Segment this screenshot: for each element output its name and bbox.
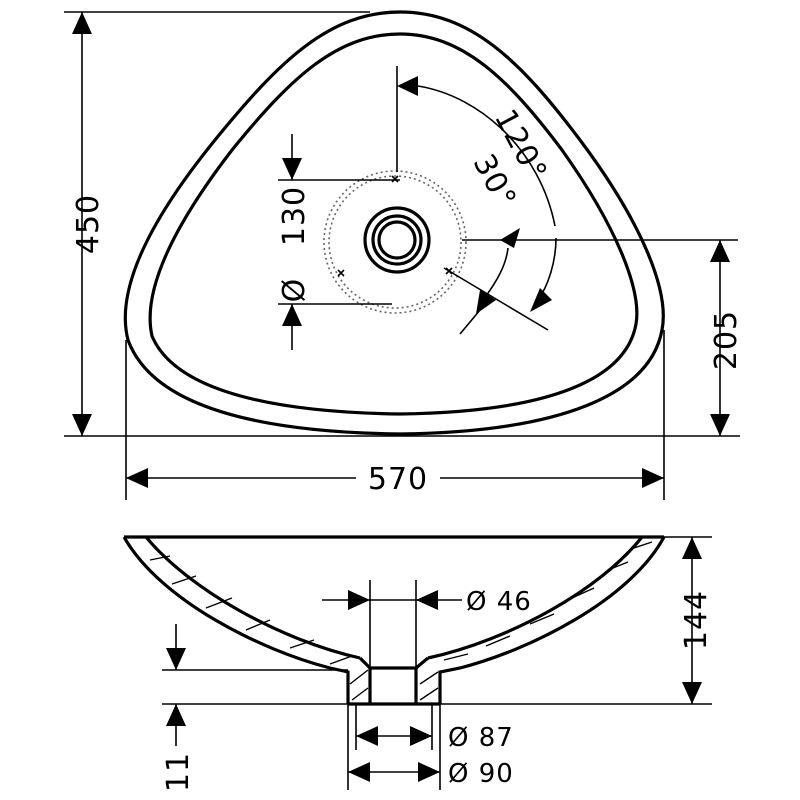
dim-570-arrow-right: [642, 468, 664, 488]
dim-144-arrow-top: [682, 537, 702, 559]
section-shell-inner-right: [427, 536, 644, 660]
dim-46-arrow-left: [348, 590, 370, 610]
dim-11-arrow-top: [166, 648, 186, 670]
dim-450-arrow-bottom: [72, 414, 92, 436]
dim-46-label: Ø 46: [466, 587, 532, 617]
angle-30-arc: [485, 247, 509, 297]
angle-30-ref-line: [443, 267, 549, 331]
dim-87-arrow-right: [410, 726, 432, 746]
dim-205-arrow-top: [710, 240, 730, 262]
dim-144-arrow-bottom: [682, 682, 702, 704]
drain-ring-inner: [377, 220, 417, 260]
top-view: 450 130 Ø 120° 30° 205: [64, 10, 744, 500]
basin-outline-outer: [123, 10, 665, 436]
dim-90-arrow-left: [348, 762, 370, 782]
angle-120-arrow-end: [530, 288, 552, 312]
dim-130-arrow-top: [282, 158, 302, 180]
angle-30-arrow-end: [476, 290, 496, 314]
angle-120-arc: [417, 85, 556, 227]
section-shell-outer-right: [438, 536, 666, 704]
drain-ring-middle: [371, 214, 423, 266]
angle-120-arrow-start: [397, 76, 418, 96]
dim-11-label: 11: [161, 752, 196, 792]
dim-130-label: 130: [277, 186, 312, 246]
dim-450-label: 450: [71, 194, 106, 254]
dim-90-arrow-right: [418, 762, 440, 782]
angle-30-arrow-start: [500, 228, 520, 248]
tap-area-circle-inner: [328, 175, 462, 309]
drain-ring-outer: [363, 206, 431, 274]
dim-570-label: 570: [368, 462, 428, 497]
basin-outline-inner: [148, 32, 639, 416]
dim-11-arrow-bottom: [166, 704, 186, 726]
dim-90-label: Ø 90: [448, 759, 514, 789]
tap-area-circle: [323, 170, 467, 314]
dim-570-arrow-left: [126, 468, 148, 488]
dim-87-label: Ø 87: [448, 723, 514, 753]
dim-205-label: 205: [709, 310, 744, 370]
section-drain-bowl: [358, 656, 430, 670]
section-view: Ø 46 144 11 Ø 87 Ø 90: [122, 535, 714, 792]
tap-mark-left: [337, 269, 345, 277]
tap-mark-top: [391, 175, 399, 183]
dim-130-arrow-bottom: [282, 304, 302, 326]
dim-144-label: 144: [679, 590, 714, 650]
dim-130-diameter-symbol: Ø: [277, 278, 312, 303]
angle-30-ref-stub: [459, 309, 481, 335]
dim-450-arrow-top: [72, 12, 92, 34]
dim-87-arrow-left: [356, 726, 378, 746]
section-shell-outer-left: [122, 536, 350, 704]
section-hatching: [149, 541, 653, 701]
dim-46-arrow-right: [416, 590, 438, 610]
dim-205-arrow-bottom: [710, 414, 730, 436]
